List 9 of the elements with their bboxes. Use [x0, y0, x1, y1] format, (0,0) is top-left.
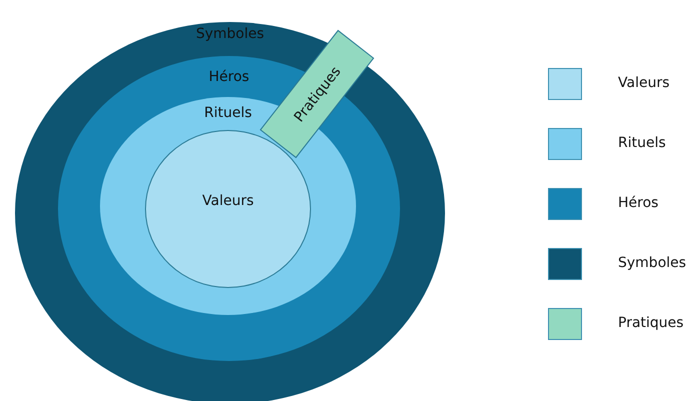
ring-label: Rituels [204, 105, 252, 121]
ring-label: Symboles [196, 26, 264, 42]
legend-label: Symboles [618, 255, 686, 271]
legend-label: Héros [618, 195, 658, 211]
ring-label: Héros [208, 69, 250, 85]
legend-label: Pratiques [618, 315, 684, 331]
ring-label: Valeurs [202, 193, 254, 209]
legend-label: Valeurs [618, 75, 670, 91]
legend-label: Rituels [618, 135, 666, 151]
